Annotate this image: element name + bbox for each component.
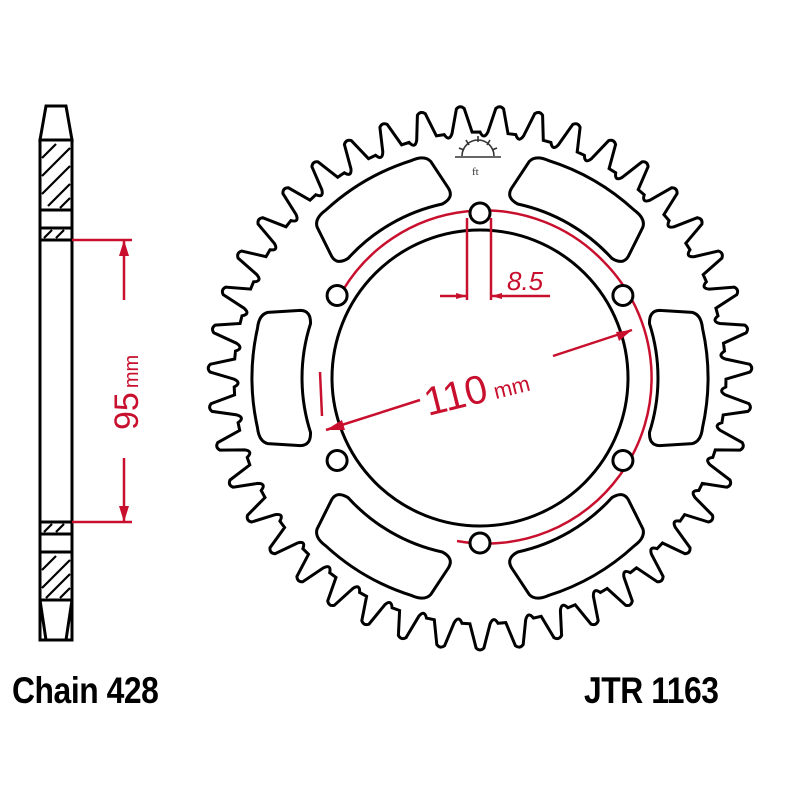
side-hatching	[41, 143, 71, 599]
sprocket-teeth-outline	[206, 105, 754, 652]
bolt-hole-2	[611, 284, 635, 307]
bolt-hole-5	[325, 449, 349, 472]
bolt-hole-6	[325, 284, 349, 307]
bolt-hole-label: 8.5	[507, 266, 544, 296]
window-6	[315, 156, 452, 263]
chain-label: Chain 428	[12, 670, 159, 711]
window-3	[508, 493, 645, 600]
sunrise-logo-icon: ft	[455, 136, 501, 178]
center-bore-dimension	[72, 238, 132, 524]
bolt-hole-1	[468, 201, 492, 225]
center-bore-circle	[330, 228, 630, 528]
window-1	[508, 156, 645, 263]
svg-text:ft: ft	[472, 166, 479, 178]
pcd-arcs	[318, 209, 653, 545]
bolt-hole-4	[468, 531, 492, 555]
pcd-dimension	[325, 328, 633, 432]
pcd-label: 110mm	[420, 356, 534, 424]
bolt-holes	[325, 201, 635, 555]
window-4	[315, 493, 452, 600]
bolt-hole-dimension	[440, 218, 550, 300]
center-bore-value: 95	[108, 392, 146, 430]
lightening-windows	[250, 156, 710, 600]
bolt-hole-3	[611, 449, 635, 472]
window-5	[250, 308, 313, 448]
window-2	[647, 308, 710, 448]
part-number: JTR 1163	[584, 670, 719, 711]
center-bore-label: 95mm	[108, 355, 146, 430]
